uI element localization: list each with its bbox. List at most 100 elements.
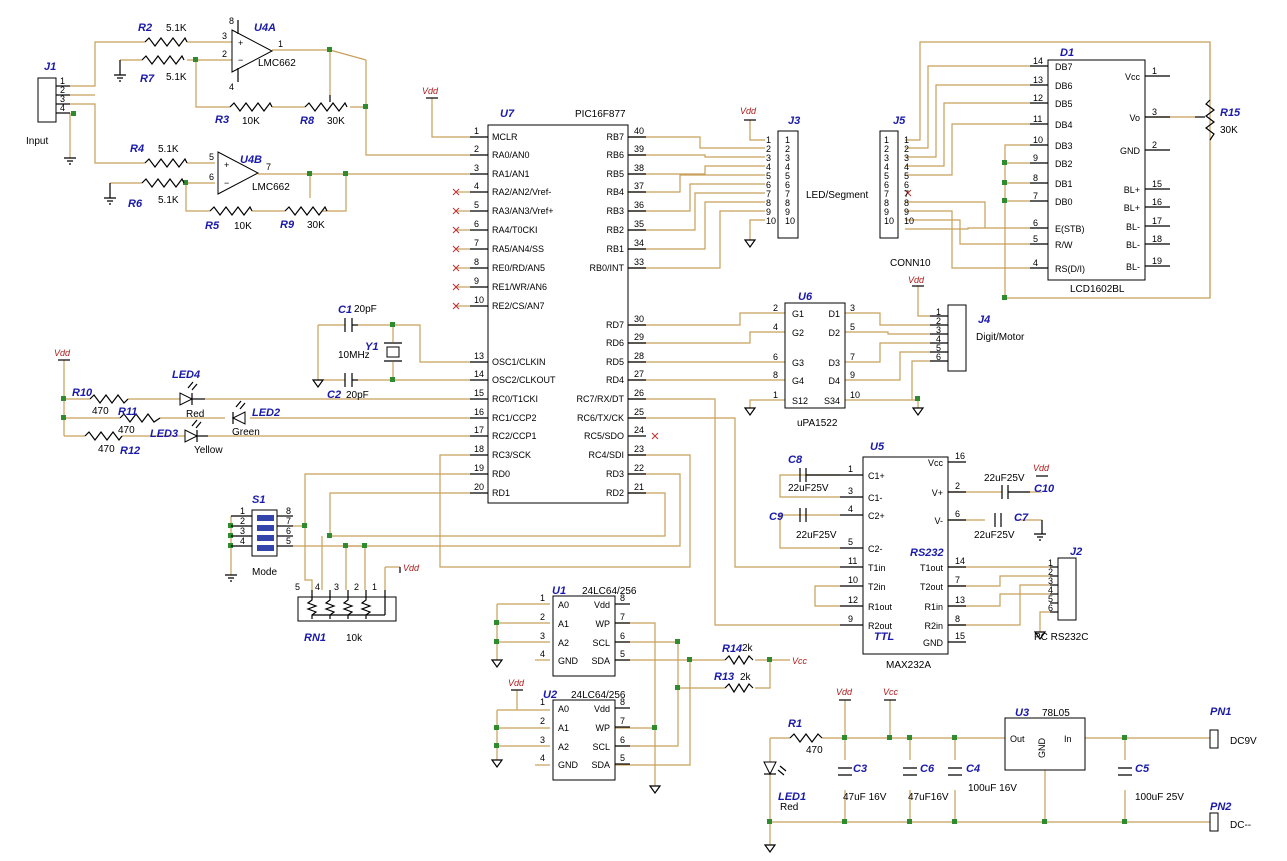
eeprom-pin-num: 1 — [540, 697, 545, 707]
upa1522-driver: U6 uPA1522 2G14G26G38G41S123D15D27D39D41… — [773, 291, 860, 429]
lcd1602-module: D1 LCD1602BL 14DB713DB612DB511DB410DB39D… — [1030, 47, 1170, 295]
c1-value: 20pF — [354, 304, 377, 315]
r3-value: 10K — [242, 116, 260, 127]
u7-pin-num: 37 — [634, 181, 644, 191]
eeprom-pin-num: 5 — [620, 649, 625, 659]
u7-pin-name: RC2/CCP1 — [492, 431, 537, 441]
eeprom-pin-num: 6 — [620, 735, 625, 745]
svg-text:Vdd: Vdd — [54, 348, 71, 358]
u7-pin-name: RE0/RD/AN5 — [492, 263, 545, 273]
svg-text:8: 8 — [286, 506, 291, 516]
d1-ref: D1 — [1060, 47, 1074, 59]
u6-pin-name: S12 — [792, 396, 808, 406]
eeprom-pin-num: 1 — [540, 593, 545, 603]
u7-pin-num: 29 — [634, 332, 644, 342]
d1-pin-name: BL+ — [1124, 185, 1140, 195]
u6-pin-num: 5 — [850, 322, 855, 332]
j3-pin-num: 8 — [766, 198, 771, 208]
u7-ref: U7 — [500, 108, 515, 120]
eeprom-pin-num: 4 — [540, 753, 545, 763]
j3-pin-num: 9 — [785, 207, 790, 217]
u5-pin-name: R1out — [868, 602, 893, 612]
u5-pin-num: 15 — [955, 631, 965, 641]
r14-value: 2k — [742, 643, 754, 654]
led4-ref: LED4 — [172, 369, 200, 381]
svg-text:3: 3 — [240, 526, 245, 536]
u7-pin-name: RA5/AN4/SS — [492, 244, 544, 254]
u6-pin-num: 10 — [850, 390, 860, 400]
svg-text:3: 3 — [334, 582, 339, 592]
svg-text:Vdd: Vdd — [508, 678, 525, 688]
u6-pin-num: 6 — [773, 352, 778, 362]
u5-pin-num: 7 — [955, 575, 960, 585]
c1-ref: C1 — [338, 304, 352, 316]
u5-pin-num: 9 — [848, 614, 853, 624]
eeprom-pin-num: 7 — [620, 612, 625, 622]
u7-pin-num: 26 — [634, 388, 644, 398]
j5-pin-num: 6 — [904, 180, 909, 190]
j4-pin-num: 3 — [936, 325, 941, 335]
d1-pin-num: 15 — [1152, 179, 1162, 189]
d1-pin-name: BL- — [1126, 240, 1140, 250]
svg-text:3: 3 — [222, 31, 227, 41]
j3-ref: J3 — [788, 115, 800, 127]
led2-color: Green — [232, 427, 260, 438]
u7-pin-num: 10 — [474, 295, 484, 305]
eeprom-pin-num: 2 — [540, 716, 545, 726]
j3-label: LED/Segment — [806, 190, 868, 201]
r7-value: 5.1K — [166, 72, 187, 83]
u7-pin-num: 17 — [474, 425, 484, 435]
u2-eeprom: U2 24LC64/256 1A02A13A24GND8Vdd7WP6SCL5S… — [540, 689, 630, 781]
eeprom-pin-num: 3 — [540, 735, 545, 745]
s1-mode-dip-switch: S1 Mode 1 2 3 4 8 7 6 5 — [231, 494, 293, 578]
u7-pin-num: 28 — [634, 351, 644, 361]
u7-pin-num: 20 — [474, 482, 484, 492]
u7-pin-num: 21 — [634, 482, 644, 492]
j2-ref: J2 — [1070, 546, 1082, 558]
c2-ref: C2 — [327, 389, 341, 401]
u6-pin-name: G4 — [792, 376, 804, 386]
svg-text:2: 2 — [240, 516, 245, 526]
j2-pin-num: 1 — [1048, 558, 1053, 568]
j5-pin-num: 3 — [904, 153, 909, 163]
r1-ref: R1 — [788, 718, 802, 730]
s1-label: Mode — [252, 567, 277, 578]
r3-ref: R3 — [215, 114, 229, 126]
d1-pin-num: 4 — [1033, 258, 1038, 268]
u4a-ref: U4A — [254, 22, 276, 34]
j5-pin-num: 6 — [884, 180, 889, 190]
d1-pin-num: 14 — [1033, 56, 1043, 66]
u6-pin-name: D3 — [828, 358, 840, 368]
eeprom-pin-num: 6 — [620, 631, 625, 641]
j3-pin-num: 6 — [785, 180, 790, 190]
svg-text:4: 4 — [315, 582, 320, 592]
c8-ref: C8 — [788, 454, 803, 466]
u6-part: uPA1522 — [797, 418, 838, 429]
u7-pin-num: 14 — [474, 369, 484, 379]
c8-value: 22uF25V — [788, 483, 829, 494]
c5-ref: C5 — [1135, 763, 1150, 775]
pn1-label: DC9V — [1230, 736, 1257, 747]
d1-pin-name: BL+ — [1124, 203, 1140, 213]
r4-value: 5.1K — [158, 144, 179, 155]
j5-pin-num: 1 — [904, 135, 909, 145]
svg-text:8: 8 — [229, 16, 234, 26]
svg-text:2: 2 — [354, 582, 359, 592]
u7-pin-num: 27 — [634, 369, 644, 379]
r11-ref: R11 — [118, 406, 137, 418]
d1-pin-num: 11 — [1033, 114, 1042, 124]
d1-pin-num: 7 — [1033, 191, 1038, 201]
r5-value: 10K — [234, 221, 252, 232]
c2-value: 20pF — [346, 390, 369, 401]
u3-ref: U3 — [1015, 707, 1029, 719]
u6-pin-name: G3 — [792, 358, 804, 368]
j5-pin-num: 7 — [904, 189, 909, 199]
u4b-ref: U4B — [240, 154, 262, 166]
u7-pin-name: RB7 — [606, 132, 624, 142]
d1-pin-num: 1 — [1152, 66, 1157, 76]
max232a-transceiver: U5 MAX232A RS232 TTL 1C1+3C1-4C2+5C2-11T… — [840, 441, 966, 671]
c6-ref: C6 — [920, 763, 935, 775]
j5-pin-num: 8 — [904, 198, 909, 208]
d1-pin-num: 19 — [1152, 256, 1162, 266]
